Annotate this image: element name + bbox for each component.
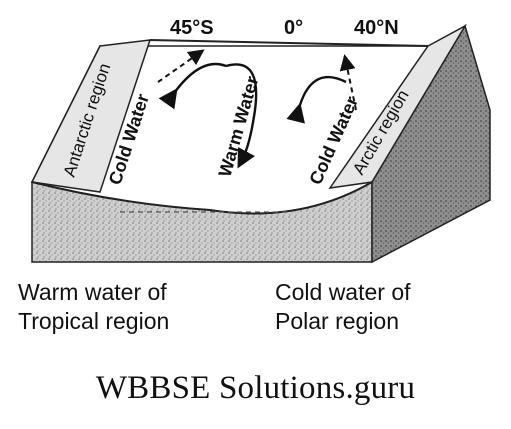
latitude-south-label: 45°S: [170, 17, 214, 39]
latitude-equator-label: 0°: [284, 17, 303, 39]
cold-water-polar-line1: Cold water of: [275, 279, 411, 305]
latitude-north-label: 40°N: [354, 17, 399, 39]
warm-water-tropical-line1: Warm water of: [18, 279, 167, 305]
basin-top-edge: [149, 39, 429, 47]
antarctic-bank: [30, 39, 152, 193]
cold-water-dashed-arrow-left: [157, 49, 205, 83]
warm-water-arrow: [225, 63, 258, 169]
cold-water-polar-label: Cold water of Polar region: [275, 278, 411, 336]
warm-water-tropical-label: Warm water of Tropical region: [18, 278, 169, 336]
cold-water-arrow-left: [158, 62, 227, 110]
basin-curve: [31, 181, 373, 215]
cold-water-dashed-arrow-right: [339, 54, 357, 111]
warm-water-tropical-line2: Tropical region: [18, 308, 170, 334]
cold-water-polar-line2: Polar region: [275, 308, 400, 334]
watermark-caption: WBBSE Solutions.guru: [95, 370, 416, 406]
warm-water-arrow-2: [286, 76, 347, 124]
